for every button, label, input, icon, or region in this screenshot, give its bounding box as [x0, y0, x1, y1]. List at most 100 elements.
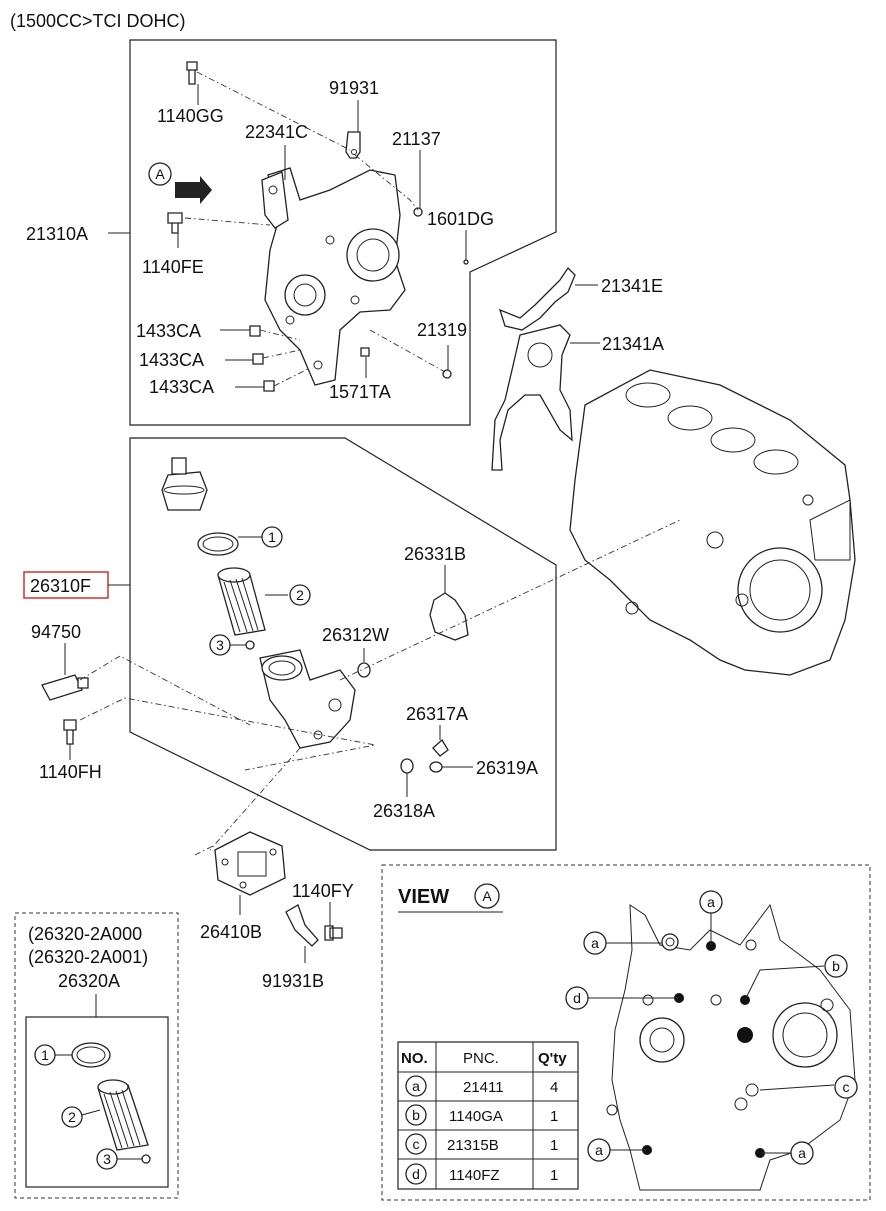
kit-small-ring-part[interactable]: [141, 1154, 151, 1164]
view-a-box: [381, 864, 871, 1201]
seal-26319A[interactable]: [429, 761, 443, 773]
oil-filter-group-frame: [129, 437, 557, 851]
table-row-no: a: [412, 1078, 420, 1094]
svg-text:2: 2: [68, 1109, 76, 1125]
engine-block-part[interactable]: [569, 369, 856, 676]
table-row-pnc: 21315B: [447, 1137, 499, 1154]
dash-line: [354, 154, 419, 211]
dash-line: [194, 844, 216, 856]
label-22341C: 22341C: [245, 122, 308, 142]
bracket-91931[interactable]: [345, 131, 361, 159]
svg-text:a: a: [595, 1142, 603, 1158]
svg-text:b: b: [832, 958, 840, 974]
o-ring-part[interactable]: [197, 532, 239, 556]
callout-3: 3: [209, 634, 231, 656]
label-1433CA-1: 1433CA: [136, 321, 201, 341]
svg-text:A: A: [482, 888, 492, 904]
leader: [81, 1109, 101, 1116]
small-o-ring-part[interactable]: [245, 640, 255, 650]
table-row-qty: 4: [550, 1079, 558, 1096]
dash-line: [369, 329, 446, 373]
svg-text:A: A: [155, 166, 165, 182]
timing-cover-part[interactable]: [261, 167, 406, 386]
gasket-21341E[interactable]: [498, 266, 576, 331]
bolt-1140FY[interactable]: [324, 925, 343, 941]
label-21319: 21319: [417, 320, 467, 340]
table-header-no: NO.: [401, 1050, 428, 1067]
view-callout-a-bottom-right: a: [790, 1141, 814, 1165]
label-21137: 21137: [392, 129, 441, 149]
label-1140FY: 1140FY: [292, 881, 354, 901]
label-91931: 91931: [329, 78, 379, 98]
svg-text:2: 2: [296, 587, 304, 603]
kit-callout-1: 1: [34, 1044, 56, 1066]
bush-1433CA-1[interactable]: [249, 325, 261, 337]
label-1140GG: 1140GG: [157, 106, 224, 126]
engine-spec-heading: (1500CC>TCI DOHC): [10, 11, 186, 31]
table-row-qty: 1: [550, 1167, 558, 1184]
view-callout-a-top: a: [699, 890, 723, 914]
label-26310F: 26310F: [30, 576, 91, 596]
bush-1433CA-2[interactable]: [252, 353, 264, 365]
seal-26317A[interactable]: [432, 738, 449, 757]
kit-callout-2: 2: [61, 1106, 83, 1128]
label-26317A: 26317A: [406, 704, 468, 724]
seal-26318A[interactable]: [400, 758, 414, 774]
bush-1433CA-3[interactable]: [263, 380, 275, 392]
bracket-91931B[interactable]: [285, 904, 319, 947]
view-dot-b-large: [737, 1027, 753, 1043]
svg-text:a: a: [591, 935, 599, 951]
view-callout-d: d: [565, 986, 589, 1010]
table-header-qty: Q'ty: [538, 1050, 567, 1067]
dash-line: [209, 747, 301, 851]
table-row-no: b: [412, 1107, 420, 1123]
table-row-pnc: 21411: [463, 1079, 504, 1096]
dash-line: [79, 697, 376, 771]
callout-2: 2: [289, 584, 311, 606]
view-callout-a-left: a: [583, 931, 607, 955]
label-21341E: 21341E: [601, 276, 663, 296]
table-row-qty: 1: [550, 1108, 558, 1125]
oil-filter-housing-part[interactable]: [259, 649, 356, 749]
gasket-26331B[interactable]: [429, 592, 469, 641]
kit-filter-element-part[interactable]: [97, 1079, 149, 1151]
plug-1571TA[interactable]: [360, 347, 370, 357]
label-26312W: 26312W: [322, 625, 389, 645]
oil-pressure-sensor-94750[interactable]: [41, 674, 89, 701]
label-21310A: 21310A: [26, 224, 88, 244]
svg-text:3: 3: [216, 637, 224, 653]
view-callout-a-bottom-left: a: [587, 1138, 611, 1162]
bolt-1140FH[interactable]: [63, 719, 77, 745]
label-26331B: 26331B: [404, 544, 466, 564]
label-26318A: 26318A: [373, 801, 435, 821]
kit-callout-3: 3: [96, 1148, 118, 1170]
svg-text:1: 1: [268, 529, 276, 545]
bolt-1140GG[interactable]: [186, 61, 198, 85]
svg-text:d: d: [573, 990, 581, 1006]
oil-filter-element-part[interactable]: [217, 567, 266, 636]
kit-part-number: 26320A: [58, 971, 120, 991]
plug-1601DG[interactable]: [463, 259, 469, 265]
label-94750: 94750: [31, 622, 81, 642]
dash-line: [184, 217, 271, 226]
label-1140FE: 1140FE: [142, 257, 204, 277]
table-row-pnc: 1140GA: [449, 1108, 503, 1125]
table-header-pnc: PNC.: [463, 1050, 499, 1067]
bolt-1140FE[interactable]: [167, 212, 183, 234]
dash-line: [196, 71, 351, 151]
view-a-arrow-marker: A: [148, 162, 212, 204]
gasket-21341A[interactable]: [491, 324, 573, 471]
label-21341A: 21341A: [602, 334, 664, 354]
oil-filter-cap-part[interactable]: [161, 457, 208, 511]
table-row-qty: 1: [550, 1137, 558, 1154]
table-row-no: d: [412, 1166, 420, 1182]
seal-26312W[interactable]: [357, 662, 371, 678]
pin-21137[interactable]: [413, 207, 423, 217]
dash-line: [273, 367, 311, 387]
oil-cooler-26410B[interactable]: [214, 831, 286, 896]
label-1433CA-2: 1433CA: [139, 350, 204, 370]
svg-text:a: a: [707, 894, 715, 910]
label-26410B: 26410B: [200, 922, 262, 942]
view-callout-c: c: [834, 1075, 858, 1099]
